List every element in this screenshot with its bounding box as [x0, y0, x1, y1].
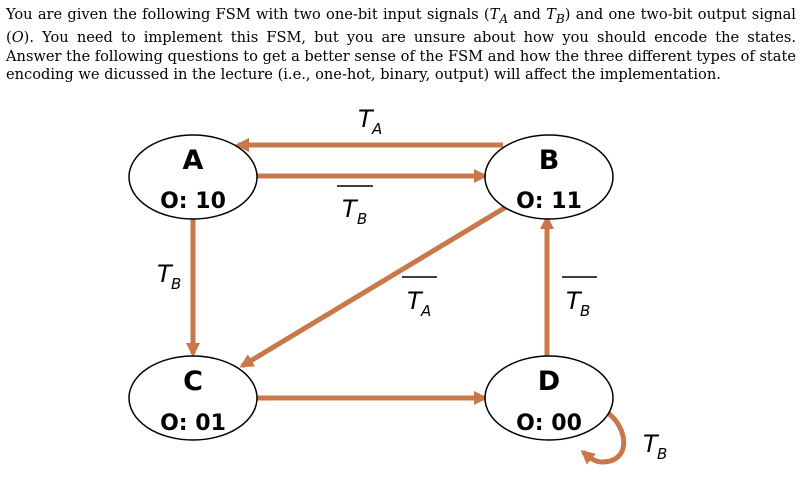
svg-text:T: T [157, 260, 174, 288]
question-text: You are given the following FSM with two… [6, 6, 796, 85]
state-d-circle [484, 355, 614, 441]
state-d: D O: 00 [484, 355, 614, 441]
transition-d-self-loop [580, 411, 627, 465]
question-part3: ) and one two-bit output signal ( [6, 6, 796, 46]
svg-text:B: B [171, 275, 181, 293]
tb-symbol: T [546, 6, 556, 23]
svg-text:T: T [566, 287, 583, 315]
svg-text:T: T [358, 105, 375, 133]
state-a-output: O: 10 [160, 189, 226, 214]
svg-text:T: T [342, 195, 359, 223]
state-c-name: C [183, 366, 203, 397]
label-a-to-c: T B [157, 260, 181, 293]
label-a-to-b: T B [337, 185, 373, 228]
svg-text:A: A [420, 302, 431, 320]
svg-text:T: T [407, 287, 424, 315]
label-d-self-loop: T B [643, 430, 667, 463]
question-part2: and [508, 6, 547, 23]
state-b-output: O: 11 [516, 189, 582, 214]
svg-text:B: B [580, 302, 590, 320]
state-b-name: B [539, 145, 560, 176]
state-c-output: O: 01 [160, 411, 226, 436]
o-symbol: O [11, 28, 24, 46]
transition-b-to-c [239, 201, 513, 369]
state-a-name: A [183, 145, 204, 176]
ta-symbol: T [489, 6, 500, 23]
label-b-to-c: T A [402, 276, 437, 320]
state-c: C O: 01 [128, 355, 258, 441]
state-a-circle [128, 134, 258, 220]
question-part1: You are given the following FSM with two… [6, 6, 490, 23]
label-b-to-a: T A [358, 105, 382, 138]
state-b-circle [484, 134, 614, 220]
ta-subscript: A [499, 11, 509, 26]
state-d-output: O: 00 [516, 411, 582, 436]
svg-text:B: B [357, 210, 367, 228]
label-d-to-b: T B [562, 276, 597, 320]
svg-text:A: A [371, 120, 382, 138]
tb-subscript: B [555, 11, 565, 26]
state-c-circle [128, 355, 258, 441]
state-d-name: D [538, 366, 560, 397]
svg-text:T: T [643, 430, 660, 458]
svg-text:B: B [657, 445, 667, 463]
state-a: A O: 10 [128, 134, 258, 220]
question-part4: ). You need to implement this FSM, but y… [6, 28, 796, 84]
state-b: B O: 11 [484, 134, 614, 220]
